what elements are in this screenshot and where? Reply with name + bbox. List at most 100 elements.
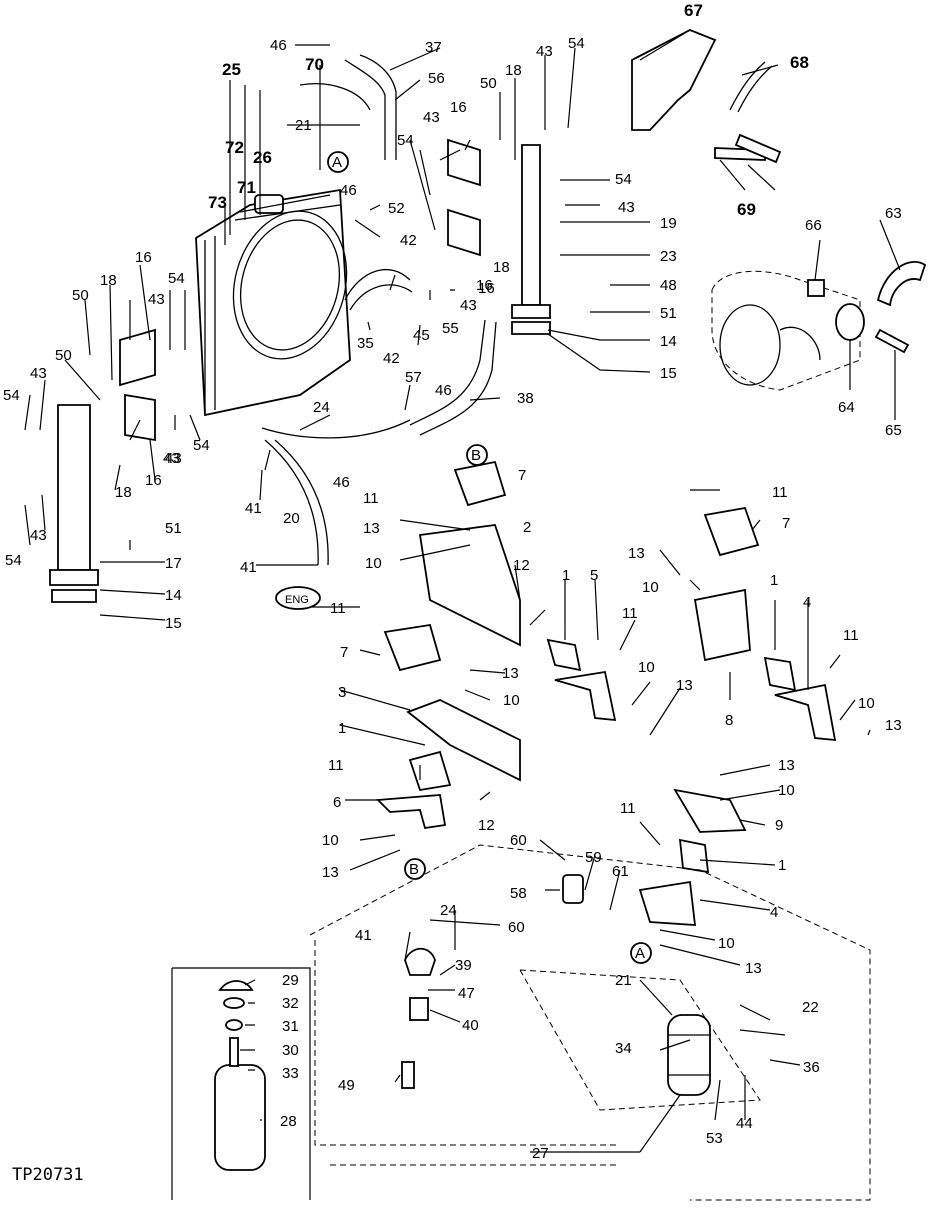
part-label: 10 [365, 555, 382, 572]
part-label: 33 [282, 1065, 299, 1082]
part-label: 1 [562, 567, 570, 584]
tube-20 [264, 439, 319, 566]
part-label: 64 [838, 399, 855, 416]
part-label: 73 [208, 193, 227, 212]
part-label: 48 [660, 277, 677, 294]
part-label: 15 [660, 365, 677, 382]
part-58 [562, 874, 584, 904]
part-label: 13 [628, 545, 645, 562]
bracket-4-right [774, 683, 837, 742]
receiver-tank-34 [667, 1014, 711, 1096]
part-label: 37 [425, 39, 442, 56]
part-label: 43 [165, 450, 182, 467]
part-label: 52 [388, 200, 405, 217]
part-label: 10 [642, 579, 659, 596]
part-label: 60 [510, 832, 527, 849]
bracket-16-left [119, 328, 156, 387]
part-label: 46 [435, 382, 452, 399]
mount-1-bottom [678, 838, 710, 874]
part-label: 9 [775, 817, 783, 834]
part-label: 24 [313, 399, 330, 416]
part-label: 29 [282, 972, 299, 989]
part-40 [409, 997, 429, 1021]
valve-39 [404, 947, 436, 976]
part-label: 50 [72, 287, 89, 304]
part-label: 2 [523, 519, 531, 536]
tube-24 [261, 419, 411, 439]
part-label: 47 [458, 985, 475, 1002]
part-label: 54 [397, 132, 414, 149]
part-label: 41 [245, 500, 262, 517]
part-label: 17 [165, 555, 182, 572]
part-label: 13 [322, 864, 339, 881]
part-label: 51 [165, 520, 182, 537]
part-label: 60 [508, 919, 525, 936]
part-label: 36 [803, 1059, 820, 1076]
bracket-4-bottom [638, 880, 697, 926]
part-label: 13 [745, 960, 762, 977]
part-label: 71 [237, 178, 256, 197]
part-label: 7 [518, 467, 526, 484]
part-label: 8 [725, 712, 733, 729]
part-label: 55 [442, 320, 459, 337]
part-label: 27 [532, 1145, 549, 1162]
dryer-inset [171, 967, 311, 1200]
right-support-bracket [511, 144, 551, 335]
part-label: 18 [493, 259, 510, 276]
bolt-49 [401, 1061, 415, 1089]
part-label: 58 [510, 885, 527, 902]
part-label: 10 [638, 659, 655, 676]
callout-letters: A B B A ENG [285, 154, 645, 962]
mount-1-right [763, 656, 797, 692]
part-label: 7 [782, 515, 790, 532]
plate-3 [406, 699, 521, 782]
part-label: 54 [193, 437, 210, 454]
part-label: 15 [165, 615, 182, 632]
left-support-bracket [49, 404, 99, 603]
bracket-16-left-lower [124, 393, 156, 442]
bolt-65 [874, 328, 910, 354]
part-label: 13 [676, 677, 693, 694]
cap-7-lower [383, 623, 442, 672]
part-label: 50 [480, 75, 497, 92]
part-label: 43 [148, 291, 165, 308]
part-label: 43 [30, 527, 47, 544]
part-label: 6 [333, 794, 341, 811]
part-label: 11 [772, 484, 788, 501]
cap-7-right [703, 506, 760, 557]
part-label: 18 [100, 272, 117, 289]
part-label: 12 [478, 817, 495, 834]
part-label: 40 [462, 1017, 479, 1034]
part-label: 5 [590, 567, 598, 584]
part-label: 16 [476, 277, 493, 294]
part-label: 65 [885, 422, 902, 439]
part-label: 43 [163, 450, 180, 467]
part-label: 11 [622, 605, 638, 622]
part-label: 7 [340, 644, 348, 661]
part-label: 19 [660, 215, 677, 232]
part-label: 12 [513, 557, 530, 574]
part-label: 50 [55, 347, 72, 364]
part-label: 46 [340, 182, 357, 199]
part-label: 16 [478, 280, 495, 297]
part-label: 1 [338, 720, 346, 737]
part-label: 21 [615, 972, 632, 989]
part-label: 18 [115, 484, 132, 501]
part-label: 10 [858, 695, 875, 712]
plate-2 [418, 524, 521, 647]
part-label: 10 [322, 832, 339, 849]
callout-circles [275, 151, 652, 964]
part-label: 24 [440, 902, 457, 919]
part-label: 43 [618, 199, 635, 216]
plate-8 [693, 588, 751, 662]
callout-a-top: A [332, 154, 342, 171]
part-label: 54 [3, 387, 20, 404]
part-label: 54 [568, 35, 585, 52]
leader-lines [24, 29, 901, 1153]
part-label: 59 [585, 849, 602, 866]
callout-b-top: B [471, 447, 481, 464]
part-label: 54 [615, 171, 632, 188]
part-label: 1 [770, 572, 778, 589]
